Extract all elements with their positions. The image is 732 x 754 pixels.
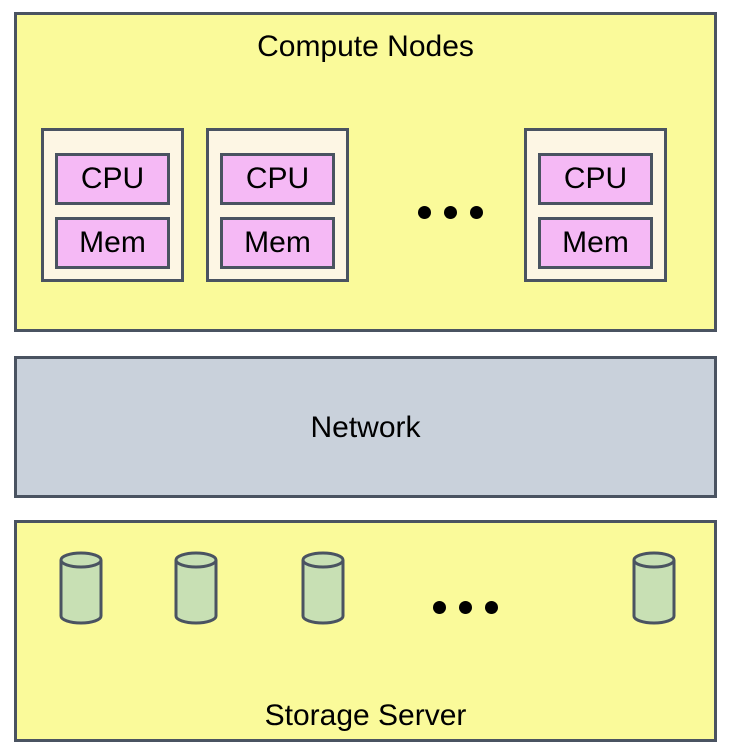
ellipsis-icon: [418, 206, 483, 219]
compute-node: CPU Mem: [206, 128, 349, 282]
mem-box: Mem: [55, 217, 170, 269]
mem-box: Mem: [220, 217, 335, 269]
mem-box: Mem: [538, 217, 653, 269]
ellipsis-icon: [433, 601, 498, 614]
dot: [485, 601, 498, 614]
dot: [433, 601, 446, 614]
compute-node: CPU Mem: [41, 128, 184, 282]
compute-node: CPU Mem: [524, 128, 667, 282]
cpu-box: CPU: [220, 153, 335, 205]
storage-server-panel: Storage Server: [14, 520, 717, 742]
network-title: Network: [310, 411, 421, 444]
dot: [444, 206, 457, 219]
compute-nodes-panel: Compute Nodes CPU Mem CPU Mem CPU Mem: [14, 12, 717, 332]
cylinder-icon: [59, 551, 103, 625]
compute-nodes-title: Compute Nodes: [257, 30, 474, 63]
network-panel: Network: [14, 356, 717, 498]
dot: [470, 206, 483, 219]
cylinder-icon: [301, 551, 345, 625]
dot: [418, 206, 431, 219]
storage-server-title: Storage Server: [264, 699, 467, 732]
cpu-box: CPU: [538, 153, 653, 205]
cpu-box: CPU: [55, 153, 170, 205]
cylinder-icon: [174, 551, 218, 625]
dot: [459, 601, 472, 614]
cylinder-icon: [632, 551, 676, 625]
